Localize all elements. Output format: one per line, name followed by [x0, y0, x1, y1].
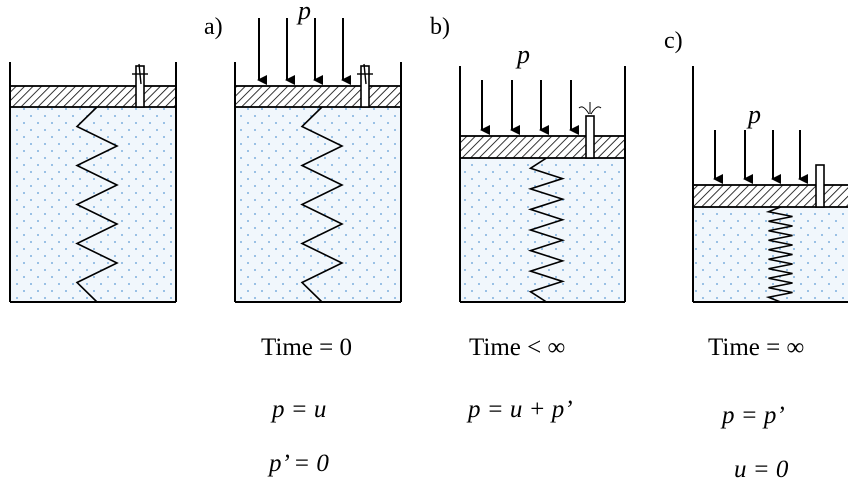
load-label-c: p [748, 100, 761, 129]
water-spout-left [578, 106, 590, 115]
soil-b [460, 158, 625, 302]
panel-label-a: a) [204, 14, 223, 40]
equation-c-1: p = p’ [722, 402, 785, 429]
spring-c [765, 206, 793, 303]
time-caption-a: Time = 0 [261, 334, 352, 361]
valve-tube-initial [135, 65, 145, 108]
spring-a [300, 106, 344, 303]
equation-a-2: p’ = 0 [269, 450, 329, 477]
piston-b [459, 135, 626, 159]
piston-initial [9, 85, 177, 108]
time-caption-c: Time = ∞ [708, 334, 805, 361]
valve-stem-initial [138, 63, 142, 85]
water-spout-right [590, 106, 602, 115]
load-label-a: p [298, 0, 311, 25]
valve-tube-b [585, 115, 595, 159]
spring-initial [75, 106, 119, 303]
panel-label-b: b) [430, 14, 450, 40]
soil-c [693, 207, 848, 302]
valve-tube-c [815, 164, 825, 208]
time-caption-b: Time < ∞ [469, 334, 566, 361]
soil-a [235, 107, 401, 302]
equation-c-2: u = 0 [734, 456, 789, 483]
soil-initial [10, 107, 176, 302]
spring-b [527, 157, 566, 303]
valve-tube-a [360, 65, 370, 108]
equation-a-1: p = u [272, 396, 327, 423]
load-label-b: p [517, 40, 530, 69]
piston-a [234, 85, 402, 108]
equation-b-1: p = u + p’ [468, 396, 573, 423]
panel-label-c: c) [664, 28, 683, 54]
valve-stem-a [363, 63, 367, 85]
